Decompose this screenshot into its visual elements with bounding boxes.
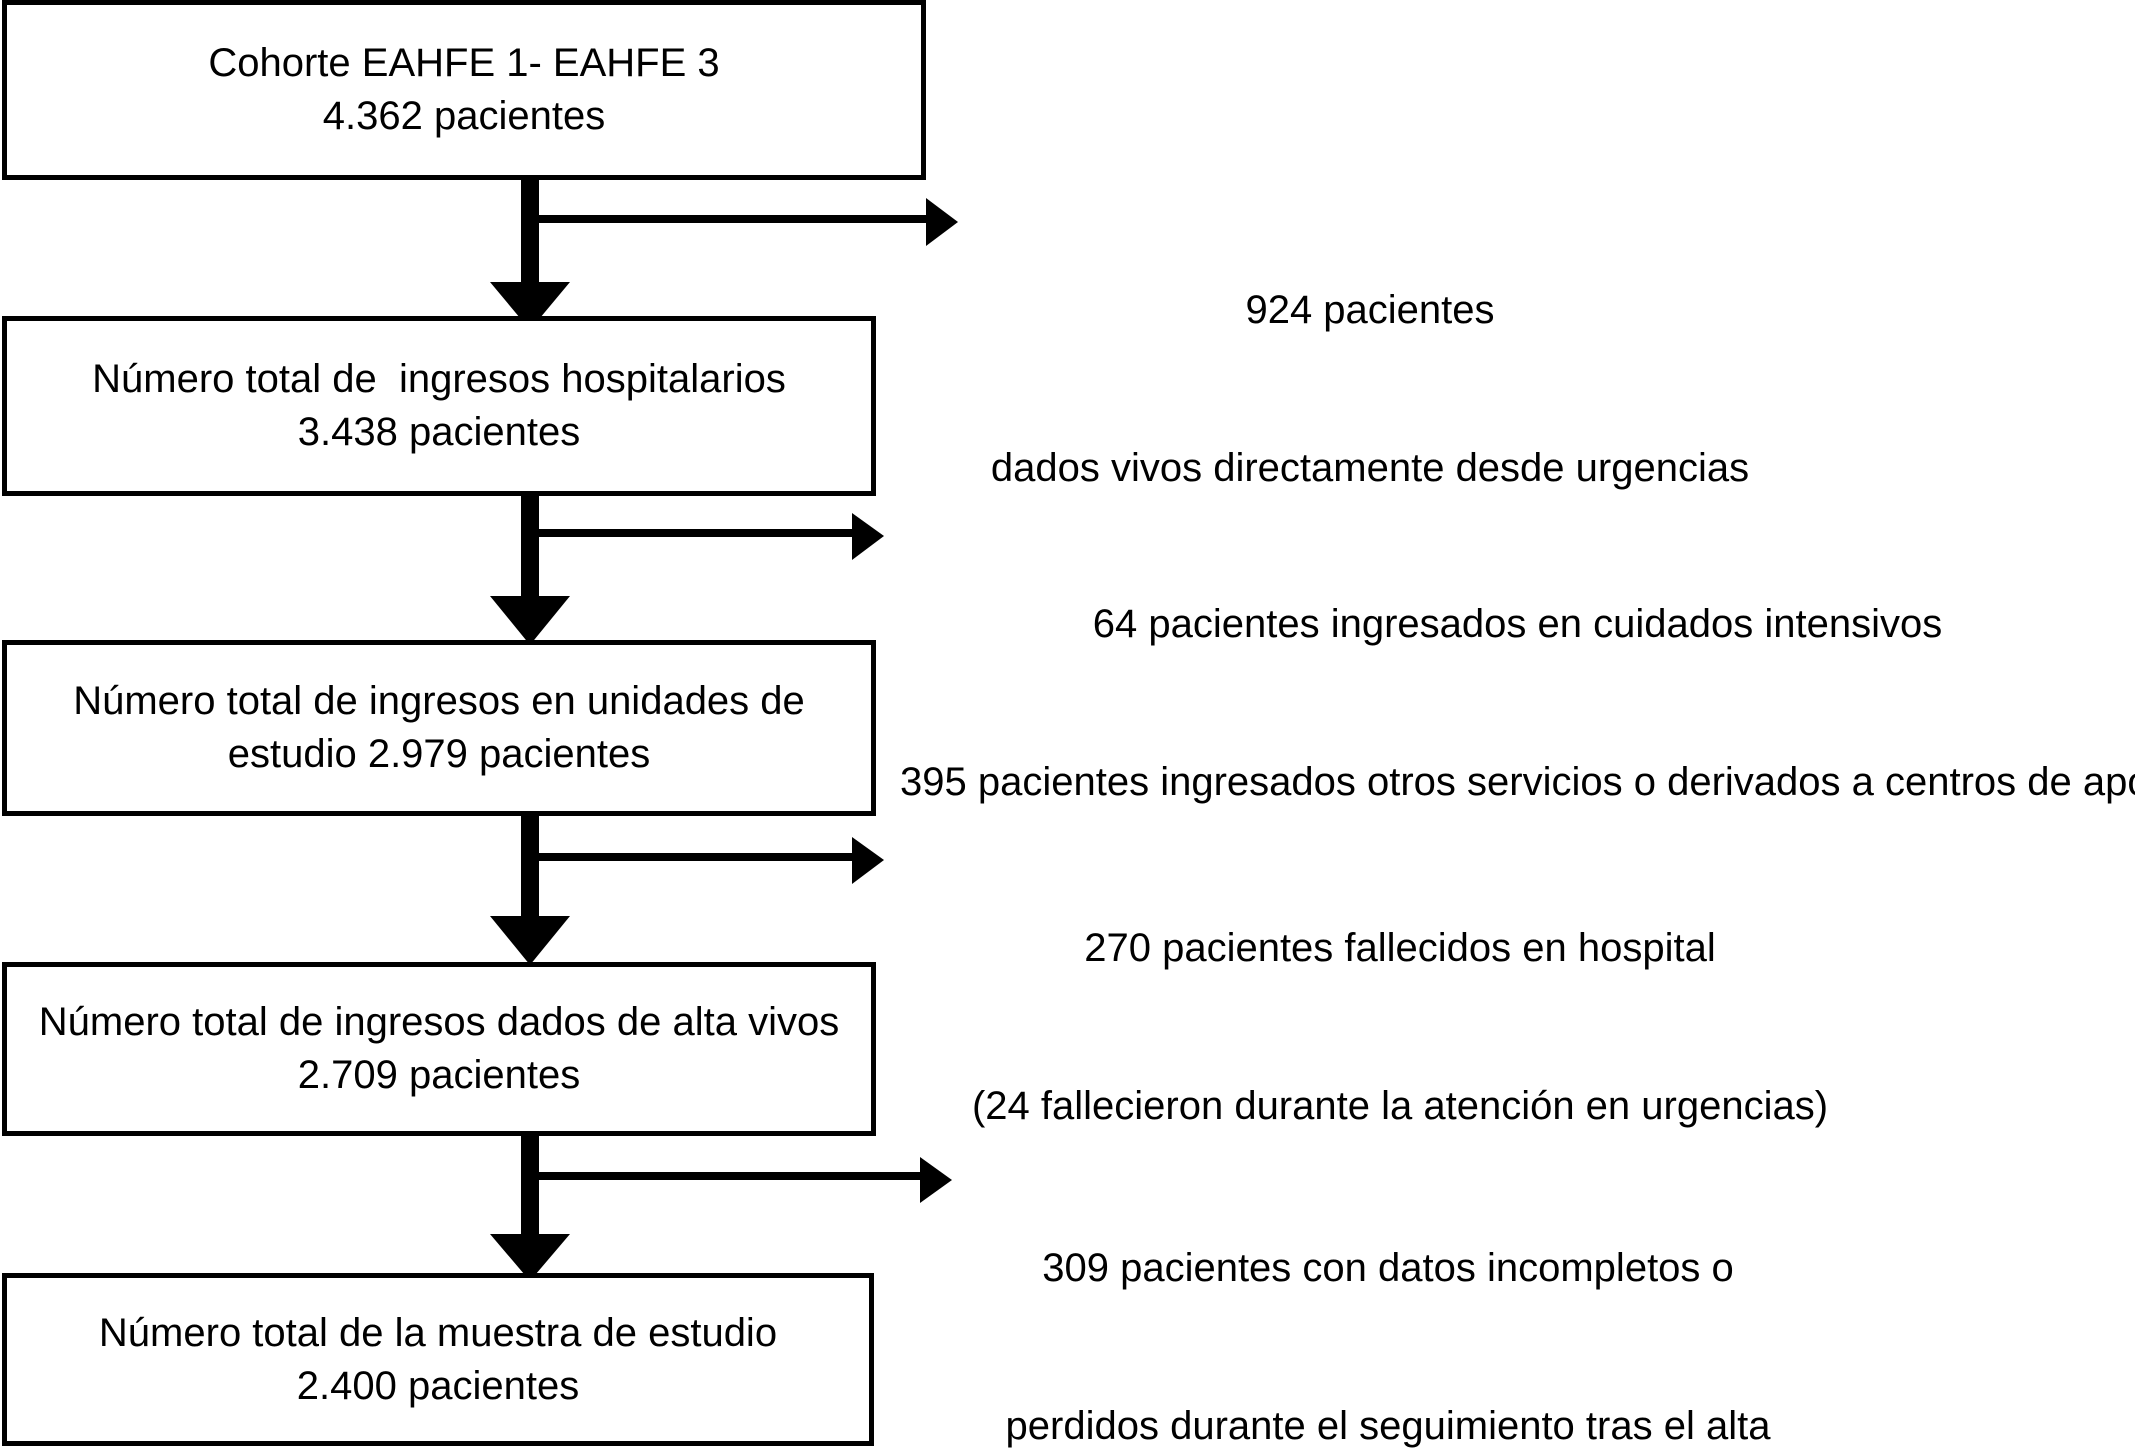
exclusion-uci-otros-servicios: 64 pacientes ingresados en cuidados inte… (900, 492, 2135, 914)
node-muestra-estudio-line1: Número total de la muestra de estudio (98, 1310, 778, 1355)
connector-unidades-to-alta (490, 815, 570, 965)
exclusion-datos-incompletos-line1: 309 pacientes con datos incompletos o (1042, 1245, 1734, 1290)
exclusion-fallecidos-hospital-line2: (24 fallecieron durante la atención en u… (971, 1083, 1829, 1128)
node-muestra-estudio: Número total de la muestra de estudio 2.… (2, 1273, 874, 1446)
exclusion-fallecidos-hospital-line1: 270 pacientes fallecidos en hospital (1084, 925, 1716, 970)
exclusion-alta-urgencias-line1: 924 pacientes (1245, 287, 1495, 332)
node-alta-vivos: Número total de ingresos dados de alta v… (2, 962, 876, 1136)
exclusion-datos-incompletos-line2: perdidos durante el seguimiento tras el … (1005, 1403, 1771, 1448)
connector-branch-datos-incompletos (530, 1157, 952, 1203)
node-muestra-estudio-line2: 2.400 pacientes (296, 1363, 580, 1408)
node-ingresos-hospitalarios-line1: Número total de ingresos hospitalarios (92, 357, 786, 402)
node-ingresos-unidades-estudio-line1: Número total de ingresos en unidades de (73, 679, 805, 724)
connector-branch-alta-urgencias (530, 198, 958, 246)
exclusion-uci-otros-servicios-line2: 395 pacientes ingresados otros servicios… (900, 759, 2135, 804)
node-cohorte-line1: Cohorte EAHFE 1- EAHFE 3 (208, 41, 720, 86)
exclusion-datos-incompletos: 309 pacientes con datos incompletos o pe… (968, 1136, 1808, 1453)
exclusion-fallecidos-hospital: 270 pacientes fallecidos en hospital (24… (900, 816, 1900, 1238)
node-ingresos-unidades-estudio-line2: estudio 2.979 pacientes (227, 732, 651, 776)
connector-cohorte-to-ingresos (490, 178, 570, 330)
exclusion-uci-otros-servicios-line1: 64 pacientes ingresados en cuidados inte… (1092, 601, 1943, 646)
node-cohorte-line2: 4.362 pacientes (322, 94, 606, 138)
connector-alta-to-muestra (490, 1135, 570, 1281)
node-cohorte: Cohorte EAHFE 1- EAHFE 3 4.362 pacientes (2, 0, 926, 180)
node-ingresos-hospitalarios: Número total de ingresos hospitalarios 3… (2, 316, 876, 496)
node-ingresos-unidades-estudio: Número total de ingresos en unidades de … (2, 640, 876, 816)
exclusion-alta-urgencias-line2: dados vivos directamente desde urgencias (990, 445, 1750, 490)
exclusion-alta-urgencias: 924 pacientes dados vivos directamente d… (975, 178, 1765, 600)
connector-branch-fallecidos (530, 837, 884, 884)
connector-ingresos-to-unidades (490, 495, 570, 645)
connector-branch-uci-otros (530, 513, 884, 560)
node-alta-vivos-line2: 2.709 pacientes (297, 1053, 581, 1097)
node-ingresos-hospitalarios-line2: 3.438 pacientes (297, 410, 581, 454)
node-alta-vivos-line1: Número total de ingresos dados de alta v… (38, 1000, 840, 1045)
